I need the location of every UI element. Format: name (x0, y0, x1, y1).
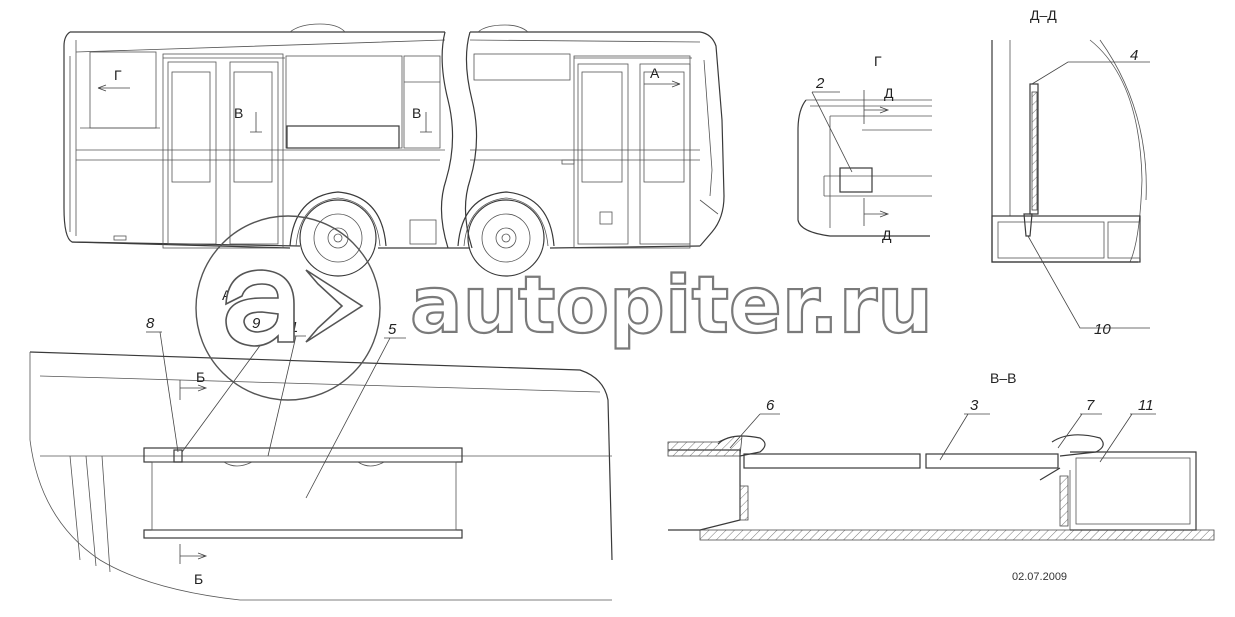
callout-11: 11 (1138, 397, 1154, 414)
callout-8: 8 (146, 315, 155, 332)
section-mark-d-top: Д (884, 85, 894, 101)
watermark-arrow-icon (305, 269, 364, 343)
callout-2: 2 (815, 75, 825, 92)
section-mark-b-bottom: Б (194, 571, 203, 587)
section-mark-g: Г (114, 67, 122, 83)
section-mark-v-right: В (412, 105, 421, 121)
view-g-title: Г (874, 53, 882, 69)
view-g (797, 90, 932, 237)
watermark-text: autopiter.ru (410, 261, 933, 351)
section-mark-b-top: Б (196, 369, 205, 385)
callout-4: 4 (1130, 47, 1138, 64)
watermark: autopiter.ru (195, 215, 934, 401)
bus-side-view (63, 23, 725, 277)
drawing-date: 02.07.2009 (1012, 571, 1067, 583)
callout-7: 7 (1086, 397, 1095, 414)
section-dd (991, 39, 1150, 329)
section-dd-title: Д–Д (1030, 7, 1057, 23)
watermark-circle (195, 215, 381, 401)
section-mark-d-bottom: Д (882, 227, 892, 243)
section-vv-title: В–В (990, 370, 1016, 386)
callout-6: 6 (766, 397, 775, 414)
section-vv (667, 413, 1215, 541)
section-mark-v-left: В (234, 105, 243, 121)
callout-10: 10 (1094, 321, 1111, 338)
section-mark-a: А (650, 65, 660, 81)
callout-5: 5 (388, 321, 397, 338)
watermark-logo-a-icon (225, 269, 295, 347)
callout-3: 3 (970, 397, 979, 414)
callout-9: 9 (252, 315, 261, 332)
detail-view-a (29, 331, 613, 601)
